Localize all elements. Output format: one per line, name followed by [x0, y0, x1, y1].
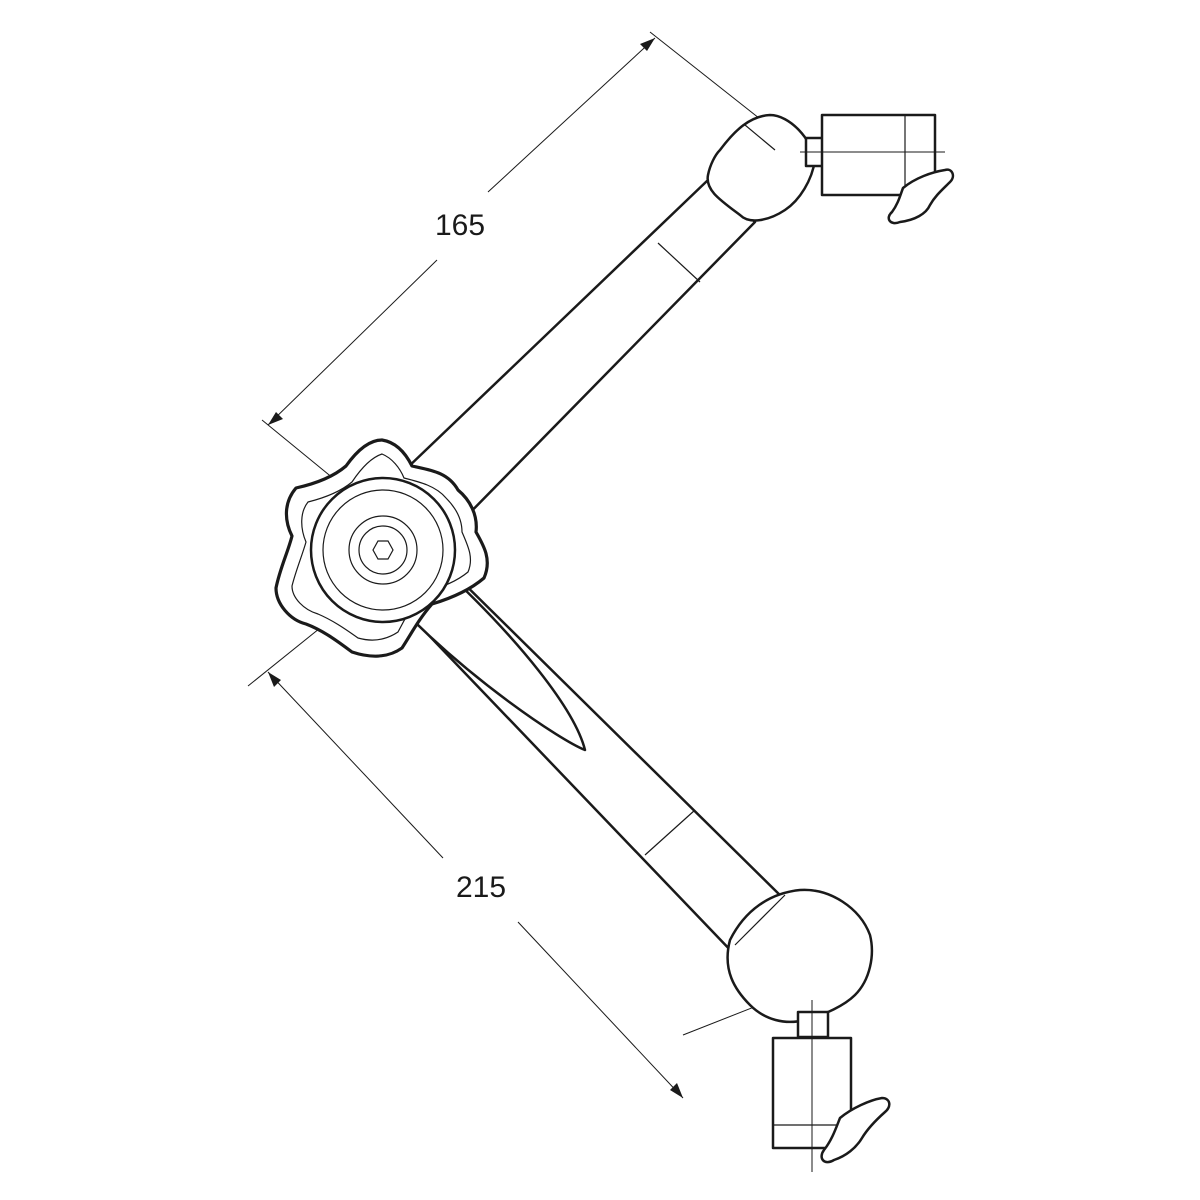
lower-arm [393, 558, 792, 957]
dimension-label-upper: 165 [435, 209, 485, 242]
lower-joint [726, 888, 874, 1024]
arrowhead-upper-top [640, 38, 655, 51]
hub-ring-3 [358, 525, 408, 575]
lower-clamp-stem [796, 1010, 830, 1039]
hub-outer [309, 476, 457, 624]
dimension-line-upper-b [267, 259, 438, 426]
lower-arm-taper [396, 564, 587, 752]
dimension-line-lower-b [517, 921, 684, 1099]
lower-clamp [771, 1000, 891, 1172]
lower-joint-seam [734, 894, 786, 946]
dimension-upper-arm: 165 [261, 31, 813, 516]
upper-joint-seam [744, 124, 776, 151]
upper-arm-band [657, 242, 701, 283]
dimension-line-lower-a [267, 671, 444, 859]
dimension-label-lower: 215 [456, 871, 506, 904]
arrowhead-lower-bottom [670, 1083, 683, 1098]
center-hub [309, 476, 457, 624]
upper-clamp-block [820, 113, 937, 197]
upper-joint [706, 113, 817, 222]
hub-ring-1 [322, 489, 444, 611]
hex-socket-icon [372, 540, 394, 560]
upper-joint-body [706, 113, 817, 222]
upper-clamp [800, 113, 955, 225]
hub-ring-2 [348, 515, 418, 585]
lower-arm-band [644, 809, 696, 856]
dimension-line-upper-a [487, 37, 656, 193]
lower-joint-body [726, 888, 874, 1024]
dimension-lower-arm: 215 [247, 611, 811, 1099]
arrowhead-lower-top [268, 672, 281, 687]
knob-star-inner [291, 453, 472, 641]
arrowhead-upper-bottom [268, 412, 283, 425]
upper-wing-screw-icon [887, 168, 955, 225]
lower-wing-screw-icon [820, 1096, 891, 1164]
